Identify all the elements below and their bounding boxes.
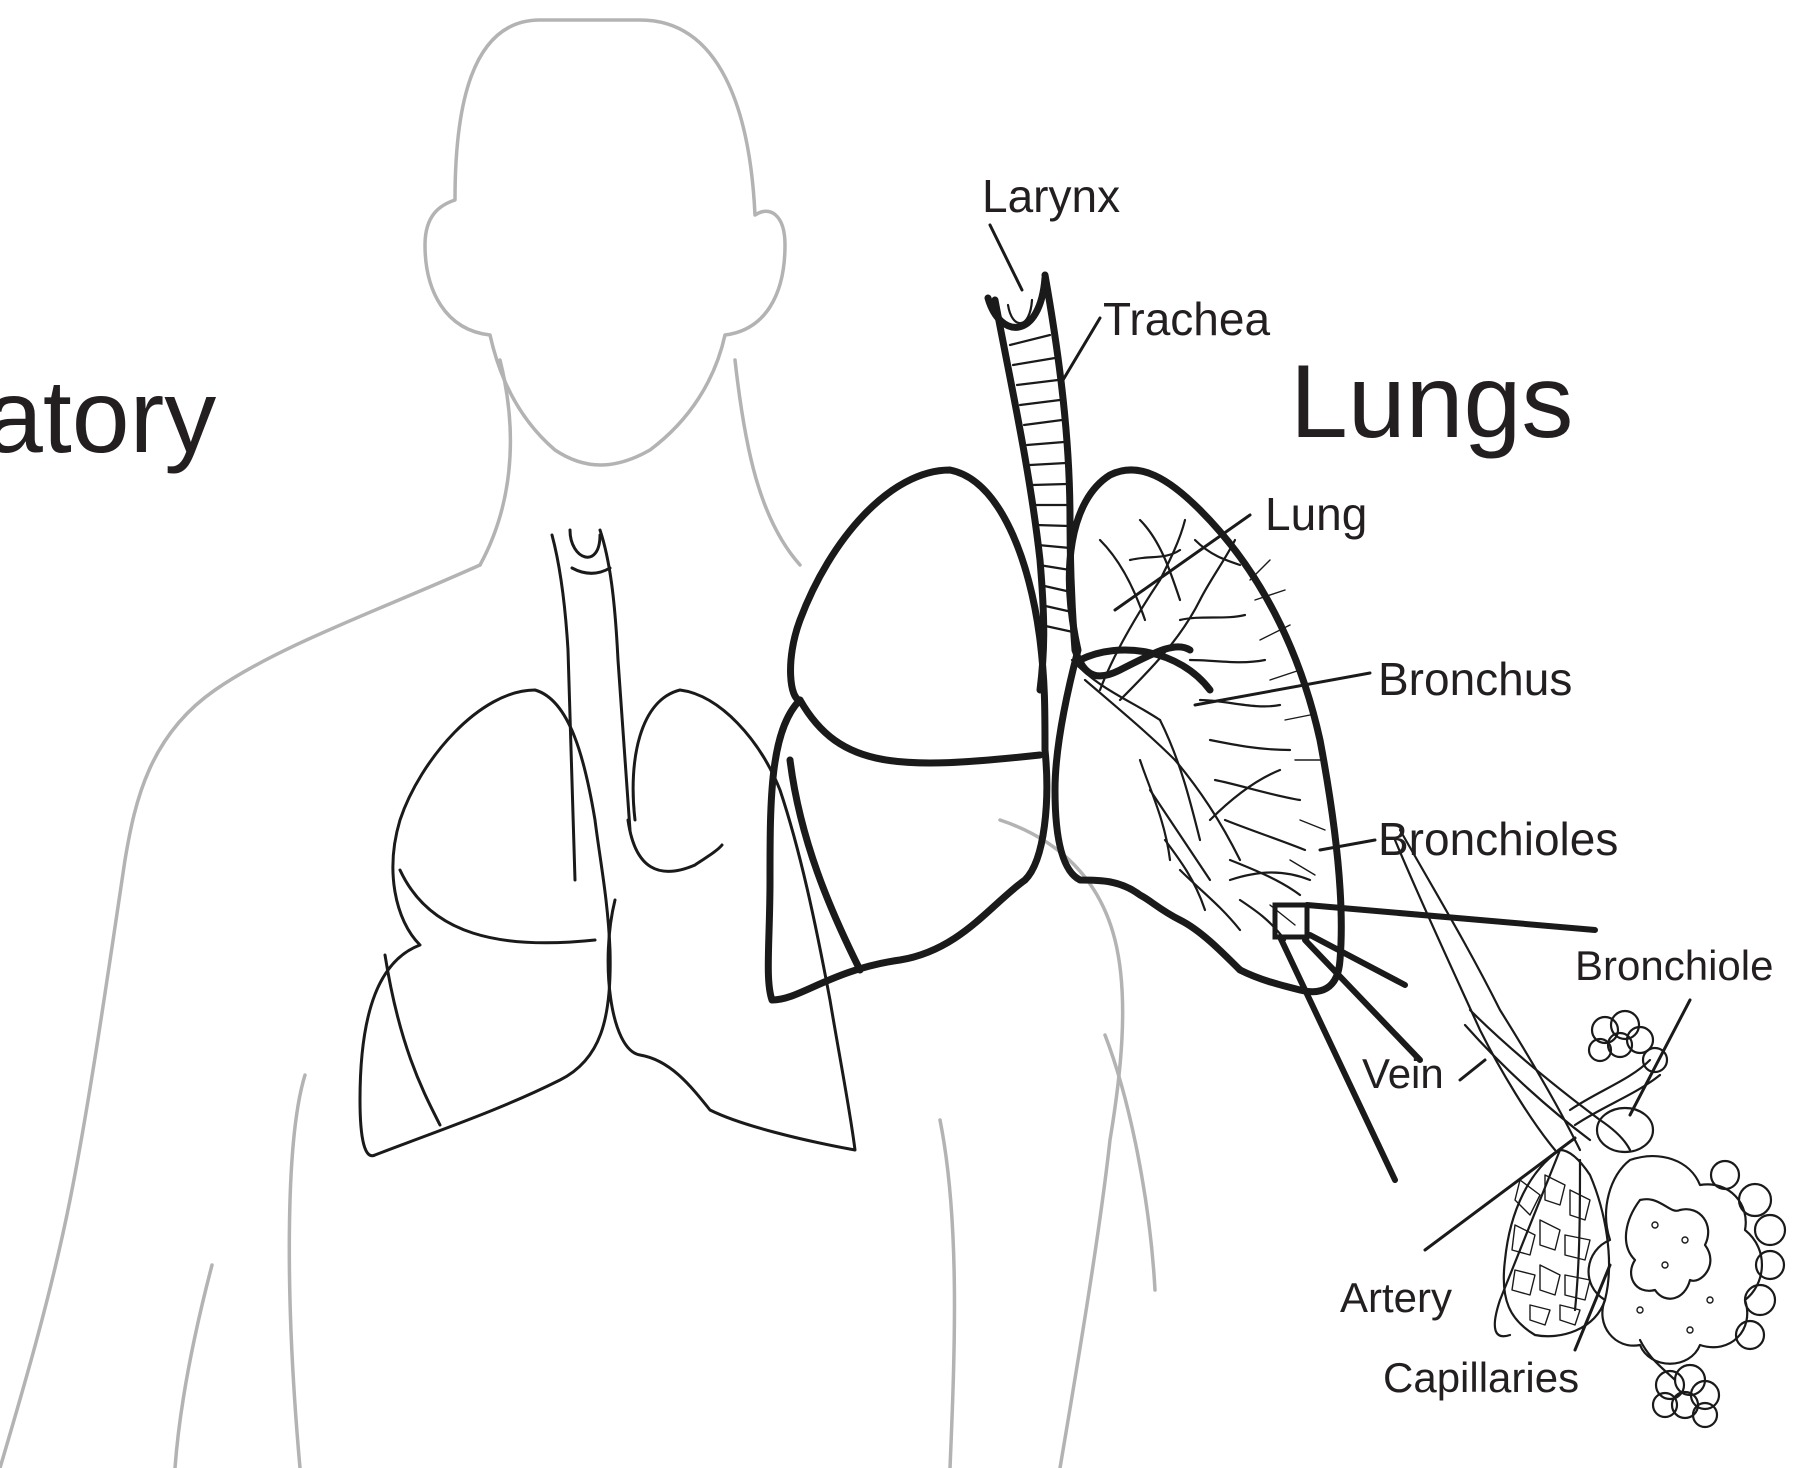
bronchiole-label: Bronchiole <box>1575 942 1773 989</box>
lung-label: Lung <box>1265 488 1367 540</box>
bronchus-label: Bronchus <box>1378 653 1572 705</box>
neck-left <box>480 360 510 565</box>
small-right-lung <box>608 690 855 1150</box>
trachea-label: Trachea <box>1103 293 1270 345</box>
large-left-lung <box>768 470 1047 1000</box>
left-inner-arm <box>289 1075 305 1468</box>
artery-vessel-b <box>1575 1160 1580 1310</box>
right-shoulder-arm <box>1000 820 1123 1468</box>
small-larynx <box>570 530 600 557</box>
bronchiole-leader <box>1630 1000 1690 1115</box>
trachea-leader <box>1060 318 1100 385</box>
larynx-label: Larynx <box>982 170 1120 222</box>
small-right-lung-notch <box>628 820 722 871</box>
respiratory-title-fragment: atory <box>0 359 216 475</box>
vein-label: Vein <box>1362 1050 1444 1097</box>
right-lower-arm <box>1105 1035 1155 1290</box>
lungs-heading: Lungs <box>1290 344 1573 460</box>
lower-branch <box>1640 1340 1675 1380</box>
small-trachea-left <box>600 530 630 830</box>
large-right-lung <box>1055 470 1341 992</box>
small-left-lung-lobe <box>385 955 440 1125</box>
bronchioles-leader <box>1320 840 1375 850</box>
large-left-lung-fissure <box>800 700 1040 763</box>
small-trachea <box>552 535 575 880</box>
left-arm-line <box>175 1265 212 1468</box>
upper-alveolar-sac <box>1589 1011 1667 1072</box>
left-shoulder-arm <box>0 565 480 1468</box>
small-larynx-band <box>572 568 610 573</box>
right-alveolar-sac <box>1711 1161 1785 1349</box>
small-left-lung-fissure <box>400 870 595 943</box>
alveolar-inner <box>1626 1199 1710 1299</box>
bronchiole-tube-lower <box>1395 840 1555 1150</box>
small-lungs <box>360 530 855 1156</box>
bronchiole-end <box>1597 1108 1653 1152</box>
vein-leader <box>1460 1060 1485 1080</box>
lower-alveolar-sac <box>1653 1365 1719 1427</box>
head-outline <box>425 20 785 465</box>
larynx-leader <box>990 225 1022 290</box>
bronchiole-tube-upper <box>1400 830 1580 1150</box>
artery-leader <box>1425 1138 1575 1250</box>
bronchus-leader <box>1195 673 1370 705</box>
vein-vessel-b <box>1465 1025 1590 1140</box>
neck-right <box>735 360 800 565</box>
artery-label: Artery <box>1340 1274 1452 1321</box>
vein-vessel <box>1470 1010 1630 1150</box>
capillaries-label: Capillaries <box>1383 1354 1579 1401</box>
text-labels: atory Lungs Larynx Trachea Lung Bronchus… <box>0 170 1773 1401</box>
bronchioles-label: Bronchioles <box>1378 813 1618 865</box>
zoom-line-mid-b <box>1305 940 1420 1060</box>
right-torso-line <box>940 1120 954 1468</box>
